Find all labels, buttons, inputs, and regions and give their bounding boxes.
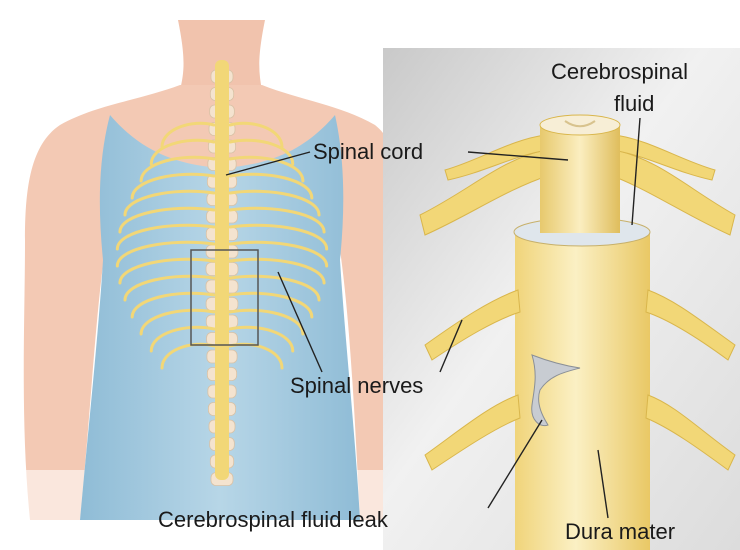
label-csf-line2: fluid bbox=[614, 92, 654, 116]
spinal-cord-zoomed bbox=[540, 125, 620, 233]
label-spinal-nerves: Spinal nerves bbox=[290, 374, 423, 398]
zoomed-panel bbox=[383, 48, 740, 550]
label-csf-line1: Cerebrospinal bbox=[551, 60, 688, 84]
label-spinal-cord: Spinal cord bbox=[313, 140, 423, 164]
torso-illustration bbox=[0, 20, 410, 550]
spinal-cord-strip bbox=[215, 60, 229, 480]
label-dura-mater: Dura mater bbox=[565, 520, 675, 544]
label-csf-leak: Cerebrospinal fluid leak bbox=[158, 508, 388, 532]
spinal-cord-cross-section bbox=[540, 115, 620, 135]
